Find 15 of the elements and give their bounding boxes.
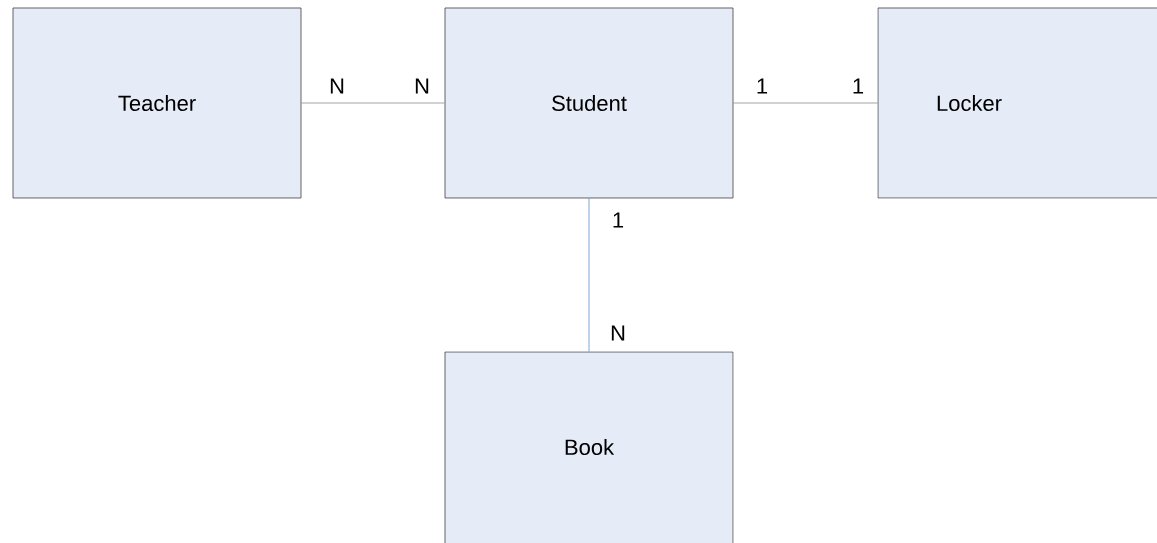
cardinality-label: N: [415, 78, 429, 94]
entity-box: [444, 7, 734, 199]
entity-box: [444, 351, 734, 543]
relationship-line: [588, 198, 590, 352]
relationship-line: [733, 102, 878, 104]
cardinality-label: 1: [853, 78, 864, 94]
entity-box: [877, 7, 1157, 199]
entity-name: Locker: [937, 94, 1002, 112]
entity-name: Book: [565, 438, 615, 456]
cardinality-label: N: [330, 78, 344, 94]
entity-name: Teacher: [118, 94, 196, 112]
entity-name: Student: [552, 94, 627, 112]
cardinality-label: 1: [757, 78, 768, 94]
relationship-line: [301, 102, 445, 104]
entity-box: [12, 7, 302, 199]
